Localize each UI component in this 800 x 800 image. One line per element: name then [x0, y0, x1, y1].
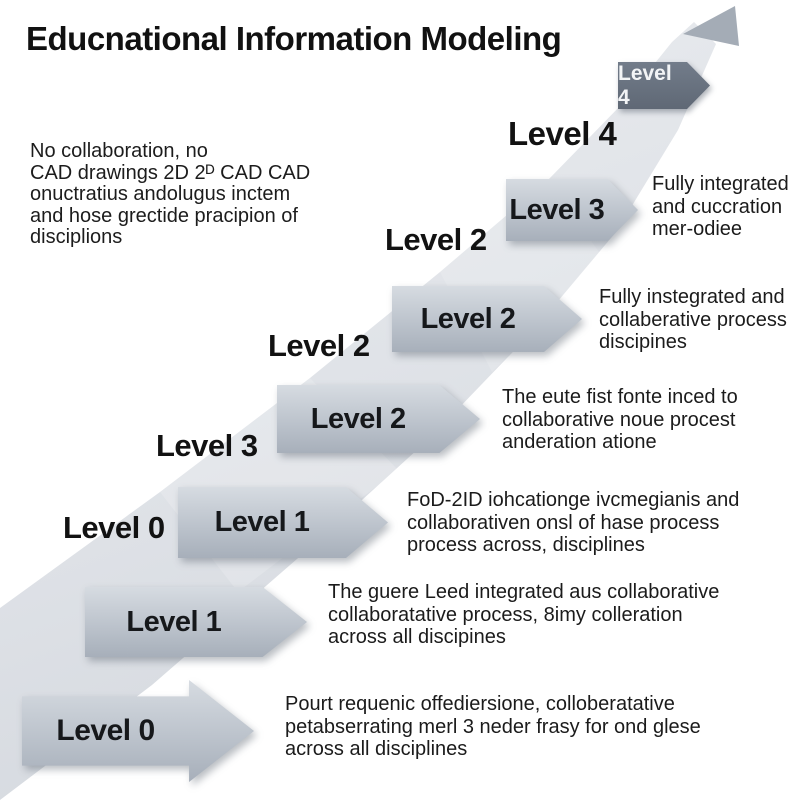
description-line: collaboratative process, 8imy colleratio… [328, 603, 683, 626]
chevron-label: Level 1 [214, 506, 310, 538]
description-line: The eute fist fonte inced to [502, 386, 738, 408]
description-level-0: Pourt requenic offediersione, colloberat… [285, 693, 701, 761]
description-line: mer-odiee [652, 218, 743, 240]
chevron-shape: Level 1 [178, 487, 388, 558]
floating-label-level-4: Level 4 [508, 115, 617, 152]
chevron-level-1-lower: Level 1 [85, 587, 307, 657]
description-line: collaberative process [599, 308, 787, 331]
description-line: collaborative noue procest [502, 408, 736, 431]
description-line: collaborativen onsl of hase process [407, 511, 720, 534]
description-level-3: Fully integrated and cuccration mer-odie… [652, 173, 789, 241]
arrow-level-0: Level 0 [22, 680, 254, 782]
level-4-badge: Level 4 [618, 62, 710, 109]
description-line: Fully integrated [652, 173, 789, 195]
description-level-2-upper: Fully instegrated and collaberative proc… [599, 286, 787, 354]
chevron-label: Level 2 [420, 302, 516, 335]
floating-label-level-2-upper: Level 2 [385, 222, 487, 257]
left-note-line: CAD drawings 2D 2ᴰ CAD CAD [30, 161, 311, 184]
description-line: across all discipines [328, 626, 506, 648]
chevron-label: Level 2 [310, 402, 406, 435]
level-4-badge-shape: Level 4 [618, 62, 710, 109]
left-note-line: disciplions [30, 226, 123, 248]
chevron-shape: Level 1 [85, 587, 307, 657]
left-note-line: and hose grectide pracipion of [30, 204, 298, 227]
description-line: petabserrating merl 3 neder frasy for on… [285, 715, 701, 738]
chevron-level-3: Level 3 [506, 179, 638, 241]
floating-label-level-3: Level 3 [156, 428, 258, 463]
left-note-line: No collaboration, no [30, 140, 208, 162]
description-line: discipines [599, 331, 687, 353]
chevron-shape: Level 3 [506, 179, 638, 241]
chevron-label: Level 0 [56, 714, 155, 747]
description-level-1-upper: FoD-2ID iohcationge ivcmegianis and coll… [407, 489, 739, 557]
description-line: anderation atione [502, 431, 657, 453]
chevron-level-2-upper: Level 2 [392, 286, 582, 352]
arrowhead-icon [683, 6, 739, 46]
description-line: FoD-2ID iohcationge ivcmegianis and [407, 489, 740, 511]
chevron-level-2-lower: Level 2 [277, 385, 480, 453]
chevron-shape: Level 2 [277, 385, 480, 453]
description-line: The guere Leed integrated aus collaborat… [328, 581, 720, 603]
chevron-label: Level 3 [509, 193, 605, 226]
chevron-label: Level 1 [126, 605, 222, 638]
floating-label-level-2-lower: Level 2 [268, 328, 370, 363]
chevron-shape: Level 0 [22, 680, 254, 782]
left-note: No collaboration, no CAD drawings 2D 2ᴰ … [30, 140, 311, 249]
chevron-shape: Level 2 [392, 286, 582, 352]
left-note-line: onuctratius andolugus inctem [30, 183, 291, 205]
description-line: Pourt requenic offediersione, colloberat… [285, 693, 675, 715]
level-4-badge-label: Level 4 [618, 61, 672, 109]
description-line: process across, disciplines [407, 534, 645, 556]
page-title: Educnational Information Modeling [26, 20, 562, 57]
description-line: and cuccration [652, 195, 783, 218]
floating-label-level-0: Level 0 [63, 510, 165, 545]
chevron-level-1-upper: Level 1 [178, 487, 388, 558]
description-line: Fully instegrated and [599, 286, 785, 308]
description-level-1-lower: The guere Leed integrated aus collaborat… [328, 581, 719, 649]
description-level-2-lower: The eute fist fonte inced to collaborati… [502, 386, 738, 454]
description-line: across all disciplines [285, 738, 468, 760]
